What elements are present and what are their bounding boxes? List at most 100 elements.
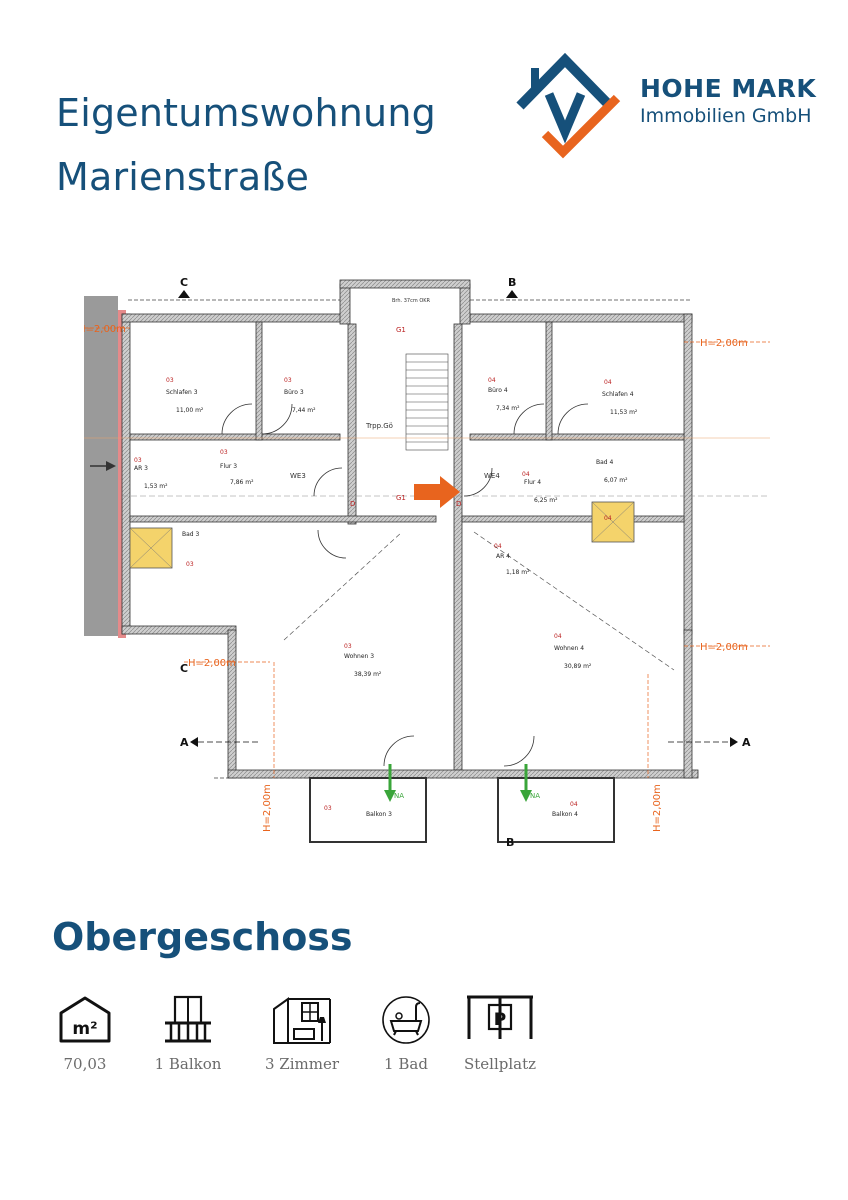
feature-list: m² 70,03 1 Balkon: [40, 995, 560, 1085]
window-note: Brh. 37cm OKR: [392, 298, 431, 304]
feature-area: m² 70,03: [30, 995, 140, 1073]
section-marker: A: [742, 736, 751, 749]
balcony-icon: [165, 995, 211, 1043]
section-marker: A: [180, 736, 189, 749]
svg-text:30,89 m²: 30,89 m²: [564, 663, 592, 670]
height-marker: H=2,00m: [700, 642, 748, 653]
svg-text:11,53 m²: 11,53 m²: [610, 409, 638, 416]
room-tag: 04 AR 4 1,18 m²: [494, 543, 530, 576]
section-marker: C: [180, 662, 188, 675]
floor-plan: C B C B A A H=2,00m H=2,00m H=2,00m H=2,…: [84, 276, 770, 849]
svg-text:6,07 m²: 6,07 m²: [604, 477, 628, 484]
svg-text:03: 03: [220, 449, 228, 456]
stair-area-label: Trpp.Gö: [365, 422, 393, 430]
svg-text:Büro 4: Büro 4: [488, 387, 508, 394]
svg-text:03: 03: [166, 377, 174, 384]
feature-parking: P Stellplatz: [445, 995, 555, 1073]
floor-label: Obergeschoss: [52, 915, 353, 959]
svg-text:Flur 4: Flur 4: [524, 479, 541, 486]
svg-text:P: P: [494, 1010, 506, 1030]
title-line-1: Eigentumswohnung: [56, 91, 436, 135]
logo-subtitle: Immobilien GmbH: [640, 105, 812, 127]
svg-text:04: 04: [488, 377, 496, 384]
height-marker: H=2,00m: [84, 324, 126, 335]
feature-parking-label: Stellplatz: [463, 1055, 537, 1073]
svg-text:Bad 4: Bad 4: [596, 459, 614, 466]
svg-text:Büro 3: Büro 3: [284, 389, 304, 396]
svg-text:1,18 m²: 1,18 m²: [506, 569, 530, 576]
title-line-2: Marienstraße: [56, 155, 310, 199]
svg-text:04: 04: [554, 633, 562, 640]
svg-text:38,39 m²: 38,39 m²: [354, 671, 382, 678]
svg-text:03: 03: [134, 457, 142, 464]
svg-text:m²: m²: [72, 1019, 97, 1039]
svg-text:04: 04: [494, 543, 502, 550]
svg-text:Balkon 3: Balkon 3: [366, 811, 392, 818]
svg-text:Wohnen 4: Wohnen 4: [554, 645, 584, 652]
svg-text:6,25 m²: 6,25 m²: [534, 497, 558, 504]
svg-text:03: 03: [344, 643, 352, 650]
feature-rooms-label: 3 Zimmer: [264, 1055, 340, 1073]
bath-icon: [382, 996, 430, 1044]
svg-text:03: 03: [284, 377, 292, 384]
svg-text:03: 03: [186, 561, 194, 568]
parking-icon: P: [467, 995, 533, 1039]
feature-area-label: 70,03: [63, 1055, 107, 1073]
logo-name: HOHE MARK: [640, 74, 817, 103]
drainage-label: NA: [394, 792, 404, 800]
unit-label-we3: WE3: [290, 472, 306, 480]
svg-text:Balkon 4: Balkon 4: [552, 811, 578, 818]
svg-text:04: 04: [522, 471, 530, 478]
door-mark: D: [456, 500, 461, 508]
height-marker: H=2,00m: [652, 784, 663, 832]
feature-bath-label: 1 Bad: [384, 1055, 428, 1073]
company-logo-icon: [516, 52, 621, 159]
feature-balcony-label: 1 Balkon: [154, 1055, 222, 1073]
svg-text:Flur 3: Flur 3: [220, 463, 237, 470]
feature-bath: 1 Bad: [351, 995, 461, 1073]
svg-text:04: 04: [604, 515, 612, 522]
unit-label-we4: WE4: [484, 472, 500, 480]
svg-text:7,44 m²: 7,44 m²: [292, 407, 316, 414]
feature-rooms: 3 Zimmer: [247, 995, 357, 1073]
section-marker: B: [506, 836, 514, 849]
svg-text:7,34 m²: 7,34 m²: [496, 405, 520, 412]
section-marker: C: [180, 276, 188, 289]
svg-text:03: 03: [324, 805, 332, 812]
drainage-label: NA: [530, 792, 540, 800]
svg-text:7,86 m²: 7,86 m²: [230, 479, 254, 486]
rooms-icon: [273, 997, 331, 1044]
feature-balcony: 1 Balkon: [133, 995, 243, 1073]
svg-text:Schlafen 3: Schlafen 3: [166, 389, 198, 396]
logo-wordmark: HOHE MARK Immobilien GmbH: [640, 74, 816, 127]
door-mark: D: [350, 500, 355, 508]
svg-text:04: 04: [570, 801, 578, 808]
svg-text:Schlafen 4: Schlafen 4: [602, 391, 634, 398]
area-m2-icon: m²: [59, 996, 111, 1043]
svg-text:11,00 m²: 11,00 m²: [176, 407, 204, 414]
stair-label: G1: [396, 326, 406, 334]
stair-label: G1: [396, 494, 406, 502]
height-marker: H=2,00m: [700, 338, 748, 349]
height-marker: H=2,00m: [188, 658, 236, 669]
svg-text:Bad 3: Bad 3: [182, 531, 200, 538]
svg-text:1,53 m²: 1,53 m²: [144, 483, 168, 490]
height-marker: H=2,00m: [262, 784, 273, 832]
svg-text:Wohnen 3: Wohnen 3: [344, 653, 374, 660]
svg-text:AR 3: AR 3: [134, 465, 148, 472]
svg-text:AR 4: AR 4: [496, 553, 510, 560]
room-tag: Bad 3 03: [182, 531, 200, 568]
room-tag: Bad 4 6,07 m² 04: [596, 459, 628, 522]
section-marker: B: [508, 276, 516, 289]
